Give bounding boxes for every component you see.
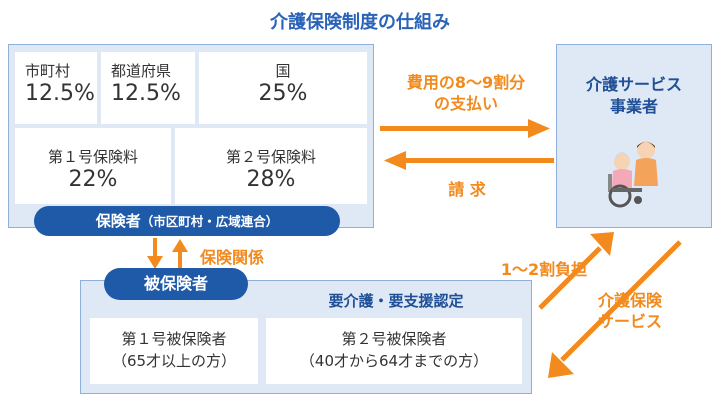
type1-insured-cell: 第１号被保険者 （65才以上の方） (90, 318, 258, 384)
prefecture-label: 都道府県 (111, 62, 172, 80)
provider-line2: 事業者 (609, 97, 658, 116)
payment-label-line1: 費用の8〜9割分 (406, 73, 526, 92)
prefecture-share-cell: 都道府県 12.5% (101, 52, 195, 124)
care-certification-label: 要介護・要支援認定 (328, 292, 464, 310)
payment-label-line2: の支払い (433, 94, 498, 113)
provider-line1: 介護サービス (585, 75, 682, 94)
nation-share-cell: 国 25% (199, 52, 367, 124)
copay-label: 1〜2割負担 (500, 260, 588, 279)
municipality-share-cell: 市町村 12.5% (15, 52, 97, 124)
diagram-title: 介護保険制度の仕組み (270, 12, 450, 33)
type1-insured-label: 第１号被保険者 (121, 330, 227, 348)
insurer-badge: 保険者（市区町村・広域連合） (34, 206, 340, 236)
type1-insured-age: （65才以上の方） (111, 352, 237, 370)
premium2-label: 第２号保険料 (225, 148, 316, 166)
copay-service-arrows (538, 232, 682, 378)
premium2-share-cell: 第２号保険料 28% (175, 128, 367, 204)
type2-insured-age: （40才から64才までの方） (299, 352, 489, 370)
service-label-line2: サービス (597, 312, 662, 331)
insurer-label: 保険者 (95, 212, 141, 230)
insurance-relation-arrows (147, 238, 188, 270)
prefecture-value: 12.5% (111, 81, 181, 106)
insured-badge: 被保険者 (104, 268, 248, 300)
payment-label: 費用の8〜9割分 の支払い (384, 72, 548, 114)
service-label: 介護保険 サービス (570, 290, 690, 332)
claim-arrow (384, 151, 554, 170)
caregiver-wheelchair-icon (608, 141, 658, 208)
claim-label: 請 求 (448, 180, 486, 199)
provider-title: 介護サービス 事業者 (556, 74, 712, 118)
type2-insured-label: 第２号被保険者 (341, 330, 447, 348)
insurance-relation-label: 保険関係 (200, 248, 265, 267)
type2-insured-cell: 第２号被保険者 （40才から64才までの方） (266, 318, 522, 384)
service-label-line1: 介護保険 (597, 291, 662, 310)
nation-value: 25% (258, 81, 308, 106)
premium2-value: 28% (246, 167, 296, 192)
municipality-label: 市町村 (25, 62, 71, 80)
payment-arrow (380, 119, 550, 138)
insurer-detail: （市区町村・広域連合） (140, 214, 279, 229)
premium1-value: 22% (68, 167, 118, 192)
premium1-share-cell: 第１号保険料 22% (15, 128, 171, 204)
provider-panel (556, 44, 712, 228)
municipality-value: 12.5% (25, 81, 95, 106)
nation-label: 国 (275, 62, 291, 80)
premium1-label: 第１号保険料 (47, 148, 138, 166)
